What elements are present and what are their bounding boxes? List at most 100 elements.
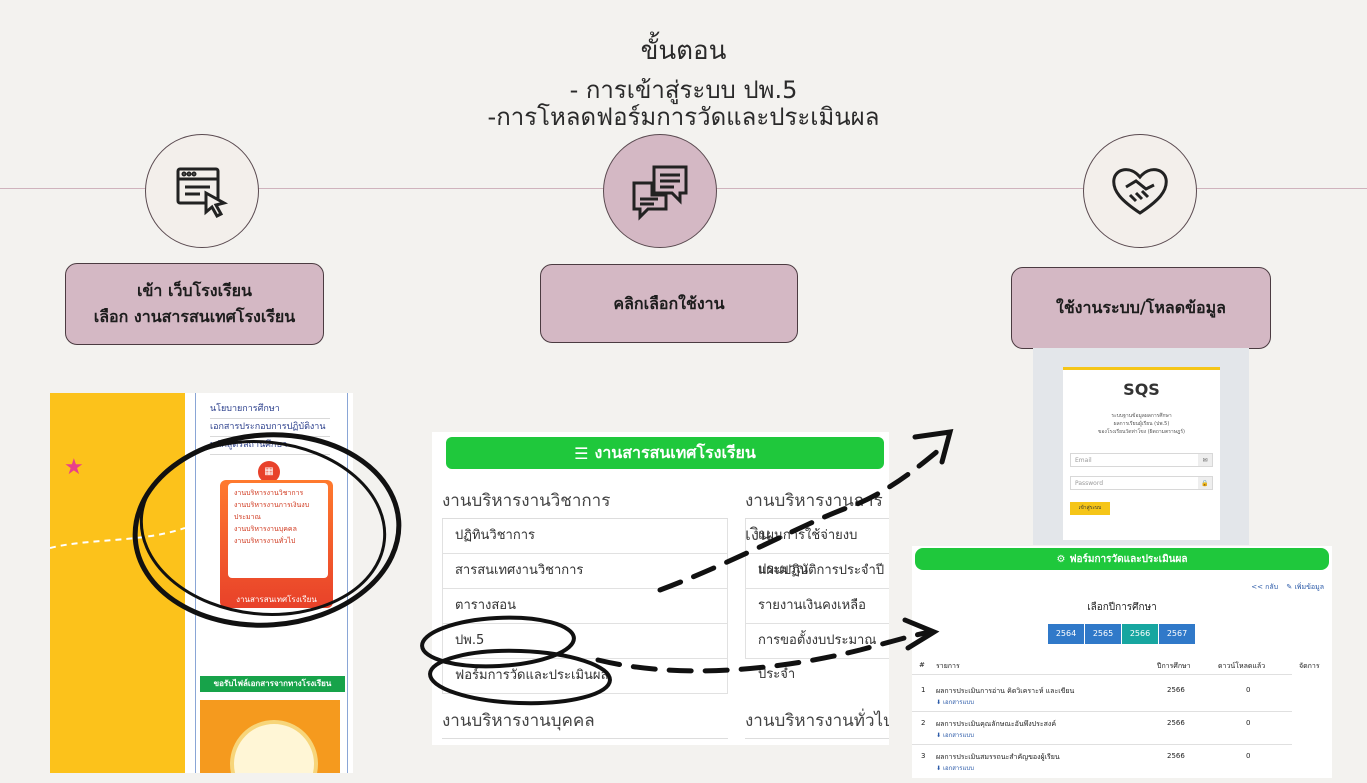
step3-line1: ใช้งานระบบ/โหลดข้อมูล [1056,298,1226,317]
page-title: ขั้นตอน [640,36,727,66]
divider [912,674,1292,675]
download-bar[interactable]: ขอรับไฟล์เอกสารจากทางโรงเรียน [200,676,345,692]
card-item: งานบริหารงานวิชาการ [234,489,304,497]
add-data-link[interactable]: เพิ่มข้อมูล [1294,583,1324,591]
year-title: เลือกปีการศึกษา [1087,602,1157,613]
star-icon: ★ [64,455,84,480]
page-subtitle-login: - การเข้าสู่ระบบ ปพ.5 [569,76,798,104]
sqs-description: ระบบฐานข้อมูลผลการศึกษา ผลการเรียนผู้เรี… [1063,412,1220,436]
divider [912,744,1292,745]
academic-link-calendar[interactable]: ปฏิทินวิชาการ [442,519,728,554]
forms-page-screenshot: ⚙ ฟอร์มการวัดและประเมินผล << กลับ ✎ เพิ่… [912,546,1332,778]
finance-link[interactable]: การขอตั้งงบประมาณประจำ [745,624,889,682]
menu-item[interactable]: นโยบายการศึกษา [210,401,330,419]
login-button[interactable]: เข้าสู่ระบบ [1070,502,1110,515]
column-header: # [919,661,925,669]
school-website-screenshot: ★ นโยบายการศึกษา เอกสารประกอบการปฏิบัติง… [50,393,353,773]
academic-link-info[interactable]: สารสนเทศงานวิชาการ [442,554,728,589]
edit-icon: ✎ [1286,583,1293,591]
column-header: ดาวน์โหลดแล้ว [1218,662,1266,670]
email-placeholder: Email [1075,457,1092,464]
table-row-number: 2 [921,719,926,727]
card-item: งานบริหารงานบุคคล [234,525,297,533]
download-icon: ⬇ [936,732,942,739]
download-icon: ⬇ [936,699,942,706]
column-header: ปีการศึกษา [1157,662,1191,670]
general-title: งานบริหารงานทั่วไป [745,704,889,739]
academic-link-timetable[interactable]: ตารางสอน [442,589,728,624]
finance-column: งานบริหารงานการเงิน แผนการใช้จ่ายงบประมา… [745,484,889,682]
login-card: SQS ระบบฐานข้อมูลผลการศึกษา ผลการเรียนผู… [1063,367,1220,540]
browser-cursor-icon [176,167,229,218]
forms-header: ⚙ ฟอร์มการวัดและประเมินผล [915,548,1329,570]
document-link[interactable]: ⬇ เอกสารแบบ [936,730,974,740]
info-card-label[interactable]: งานสารสนเทศโรงเรียน [236,595,317,604]
table-row-name: ผลการประเมินการอ่าน คิดวิเคราะห์ และเขีย… [936,687,1075,695]
doc-label: เอกสารแบบ [942,732,974,739]
back-link[interactable]: << กลับ [1251,583,1279,591]
menu-item[interactable]: หลักสูตรสถานศึกษา [210,437,330,455]
email-field[interactable]: Email ✉ [1070,453,1213,467]
table-row-downloads: 0 [1246,719,1251,727]
personnel-title: งานบริหารงานบุคคล [442,704,728,739]
academic-link-forms[interactable]: ฟอร์มการวัดและประเมินผล [442,659,728,694]
document-link[interactable]: ⬇ เอกสารแบบ [936,697,974,707]
step1-circle [145,134,259,248]
table-row-downloads: 0 [1246,752,1251,760]
column-header: จัดการ [1299,662,1320,670]
column-header: รายการ [936,662,960,670]
books-image [200,700,340,773]
download-icon: ⬇ [936,765,942,772]
sqs-line: ของโรงเรียนวัดท่าโขง (ผิดถามตราษฎร์) [1098,429,1185,435]
yellow-sidebar [50,393,185,773]
envelope-icon: ✉ [1198,454,1212,466]
arrow-head [912,428,954,465]
password-placeholder: Password [1075,480,1104,487]
sqs-title: SQS [1123,380,1160,399]
academic-column: งานบริหารงานวิชาการ ปฏิทินวิชาการ สารสนเ… [442,484,728,694]
step2-circle [603,134,717,248]
info-page-screenshot: ☰ งานสารสนเทศโรงเรียน งานบริหารงานวิชากา… [432,432,889,745]
divider [912,711,1292,712]
table-row-year: 2566 [1167,752,1185,760]
year-button-2564[interactable]: 2564 [1048,624,1084,644]
dashed-wave [50,527,185,549]
table-row-name: ผลการประเมินสมรรถนะสำคัญของผู้เรียน [936,753,1060,761]
document-link[interactable]: ⬇ เอกสารแบบ [936,763,974,773]
finance-link[interactable]: แผนปฏิบัติการประจำปี [745,554,889,589]
general-column: งานบริหารงานทั่วไป [745,704,889,739]
step3-circle [1083,134,1197,248]
card-item: งานบริหารงานการเงินงบประมาณ [234,501,310,521]
info-card-list: งานบริหารงานวิชาการ งานบริหารงานการเงินง… [228,483,328,578]
year-button-2565[interactable]: 2565 [1085,624,1121,644]
step1-box: เข้า เว็บโรงเรียน เลือก งานสารสนเทศโรงเร… [65,263,324,345]
books-icon [230,720,318,773]
info-header-label: งานสารสนเทศโรงเรียน [594,442,756,462]
table-row-number: 1 [921,686,926,694]
lock-icon: 🔒 [1198,477,1212,489]
page-subtitle-forms: -การโหลดฟอร์มการวัดและประเมินผล [487,103,880,131]
menu-item[interactable]: เอกสารประกอบการปฏิบัติงาน [210,419,330,437]
password-field[interactable]: Password 🔒 [1070,476,1213,490]
divider [195,393,196,773]
step2-box: คลิกเลือกใช้งาน [540,264,798,343]
table-row-downloads: 0 [1246,686,1251,694]
year-button-2566[interactable]: 2566 [1122,624,1158,644]
finance-link[interactable]: แผนการใช้จ่ายงบประมาณ [745,519,889,577]
year-button-2567[interactable]: 2567 [1159,624,1195,644]
table-row-year: 2566 [1167,686,1185,694]
handshake-icon [1112,168,1168,215]
chat-bubbles-icon [632,165,688,221]
step1-line2: เลือก งานสารสนเทศโรงเรียน [93,307,296,326]
finance-link[interactable]: รายงานเงินคงเหลือ [745,589,889,624]
list-icon: ☰ [574,443,589,463]
table-row-name: ผลการประเมินคุณลักษณะอันพึงประสงค์ [936,720,1057,728]
academic-link-pp5[interactable]: ปพ.5 [442,624,728,659]
table-row-year: 2566 [1167,719,1185,727]
info-header: ☰ งานสารสนเทศโรงเรียน [446,437,884,469]
divider [347,393,348,773]
finance-title: งานบริหารงานการเงิน [745,484,889,545]
doc-label: เอกสารแบบ [942,699,974,706]
step3-box: ใช้งานระบบ/โหลดข้อมูล [1011,267,1271,349]
website-menu: นโยบายการศึกษา เอกสารประกอบการปฏิบัติงาน… [210,401,330,455]
